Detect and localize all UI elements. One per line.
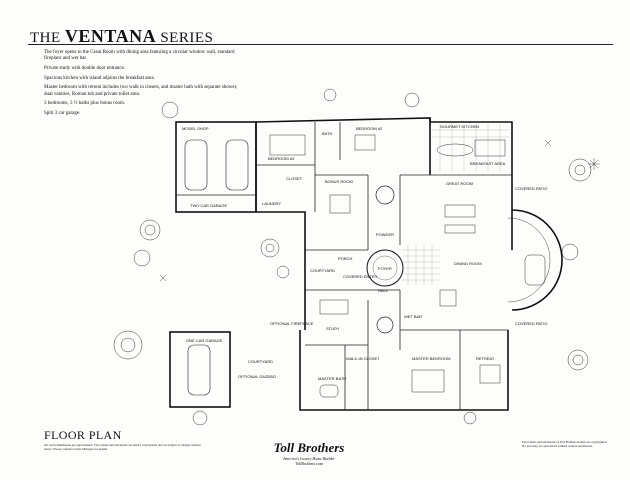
label-laundry: LAUNDRY: [262, 201, 281, 206]
label-powder: POWDER: [376, 232, 394, 237]
title-suffix: SERIES: [160, 30, 214, 46]
label-covered-entry: COVERED ENTRY: [343, 274, 378, 279]
label-optional-fireplace: OPTIONAL FIREPLACE: [270, 321, 314, 326]
furniture: [269, 134, 546, 398]
label-great-room: GREAT ROOM: [446, 181, 473, 186]
exterior-walls: [169, 117, 513, 411]
label-courtyard: COURTYARD: [310, 268, 335, 273]
intro-line: The foyer opens to the Great Room with d…: [44, 50, 235, 62]
intro-line: Private study with double door entrance.: [44, 65, 126, 71]
label-closet: CLOSET: [286, 176, 303, 181]
label-one-car-garage: ONE CAR GARAGE: [186, 338, 223, 343]
brand-block: Toll Brothers America's Luxury Home Buil…: [254, 440, 364, 466]
landscape-trees: [113, 88, 592, 426]
label-breakfast-area: BREAKFAST AREA: [470, 161, 506, 166]
tile-hatching: [402, 124, 510, 285]
disclaimer-right: Floor plans and elevations of Toll Broth…: [522, 440, 608, 448]
title-prefix: THE: [30, 30, 61, 46]
floor-plan-label: FLOOR PLAN: [44, 428, 122, 442]
label-covered-patio: COVERED PATIO: [515, 186, 547, 191]
label-gourmet-kitchen: GOURMET KITCHEN: [440, 124, 479, 129]
label-covered-patio-2: COVERED PATIO: [515, 321, 547, 326]
label-bedroom2: BEDROOM #2: [356, 126, 383, 131]
label-walk-in-closet: WALK-IN CLOSET: [346, 356, 380, 361]
label-study: STUDY: [326, 326, 340, 331]
label-wet-bar: WET BAR: [404, 314, 422, 319]
decorative-shrubs: [159, 139, 600, 282]
label-retreat: RETREAT: [476, 356, 495, 361]
page-title: THE VENTANA SERIES: [30, 26, 213, 47]
label-bonus-room: BONUS ROOM: [325, 179, 353, 184]
label-foyer: FOYER: [378, 266, 392, 271]
title-main: VENTANA: [64, 26, 157, 46]
dining-window-wall: [511, 209, 563, 311]
label-bath: BATH: [322, 131, 332, 136]
intro-line: 3 bedrooms, 3 ½ baths plus bonus room.: [44, 101, 126, 107]
disclaimer-left: All room dimensions are approximate. Flo…: [44, 443, 201, 451]
label-porch: PORCH: [338, 256, 353, 261]
label-master-bedroom: MASTER BEDROOM: [412, 356, 450, 361]
title-rule: [28, 44, 613, 45]
label-model-shop: MODEL SHOP: [182, 126, 209, 131]
garage-cars: [184, 139, 249, 396]
label-bedroom3: BEDROOM #3: [268, 156, 295, 161]
label-optional-gazebo: OPTIONAL GAZEBO: [238, 374, 276, 379]
intro-line: Spacious kitchen with island adjoins the…: [44, 75, 155, 81]
label-dining-room: DINING ROOM: [454, 261, 482, 266]
brand-logo: Toll Brothers: [273, 440, 345, 455]
intro-line: Master bedroom with retreat includes two…: [44, 85, 238, 97]
brand-website[interactable]: TollBrothers.com: [294, 461, 324, 466]
interior-walls: [176, 122, 512, 410]
label-hall: HALL: [378, 288, 389, 293]
label-two-car-garage: TWO CAR GARAGE: [190, 203, 227, 208]
brand-tagline: America's Luxury Home Builder: [283, 456, 335, 461]
label-master-bath: MASTER BATH: [318, 376, 346, 381]
intro-line: Split 3 car garage.: [44, 110, 81, 116]
label-courtyard-2: COURTYARD: [248, 359, 273, 364]
intro-text: The foyer opens to the Great Room with d…: [44, 50, 244, 121]
